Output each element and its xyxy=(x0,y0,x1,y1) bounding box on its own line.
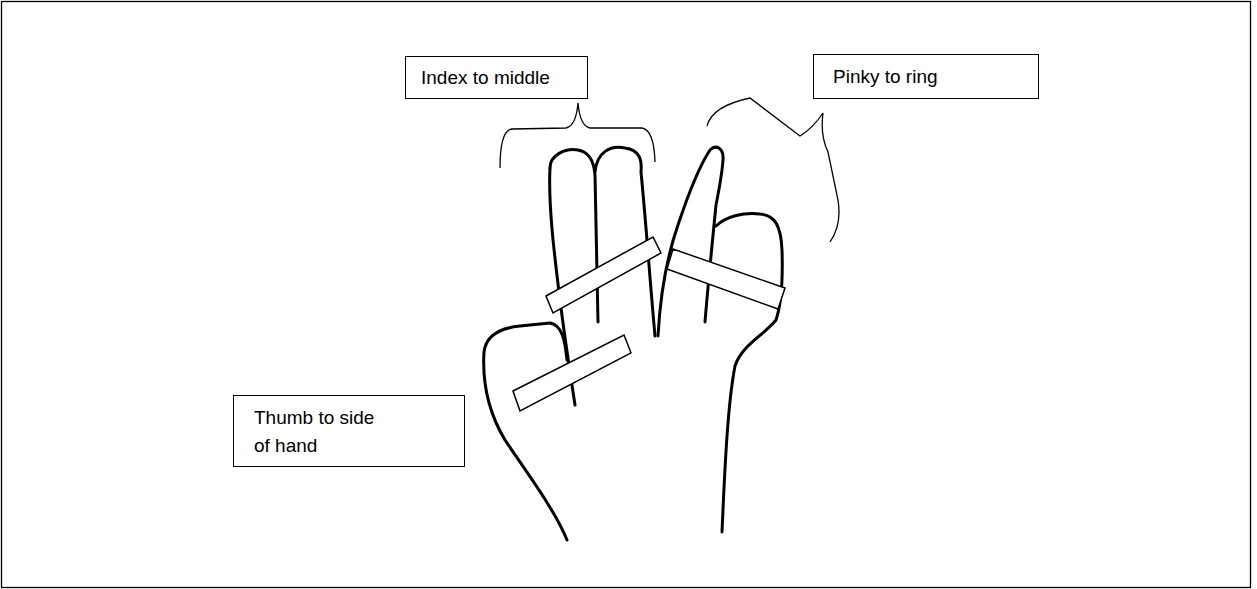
thumb-outline xyxy=(484,323,567,540)
brackets xyxy=(500,98,839,242)
label-box: Thumb to side of hand xyxy=(233,395,465,467)
tape-strip xyxy=(513,335,631,411)
label-text: Index to middle xyxy=(421,64,586,92)
ring-finger-outline xyxy=(658,147,723,336)
pinky-and-hand-edge xyxy=(716,214,782,533)
tape-strips xyxy=(513,237,785,411)
curly-bracket xyxy=(500,103,655,168)
tape-strip xyxy=(546,237,661,313)
curly-bracket xyxy=(707,98,839,242)
label-text: Pinky to ring xyxy=(833,63,1033,91)
label-text: Thumb to side of hand xyxy=(254,404,384,460)
label-box: Pinky to ring xyxy=(813,54,1039,99)
hand-outline xyxy=(484,147,783,540)
tape-strip xyxy=(667,249,785,309)
label-box: Index to middle xyxy=(405,56,588,99)
